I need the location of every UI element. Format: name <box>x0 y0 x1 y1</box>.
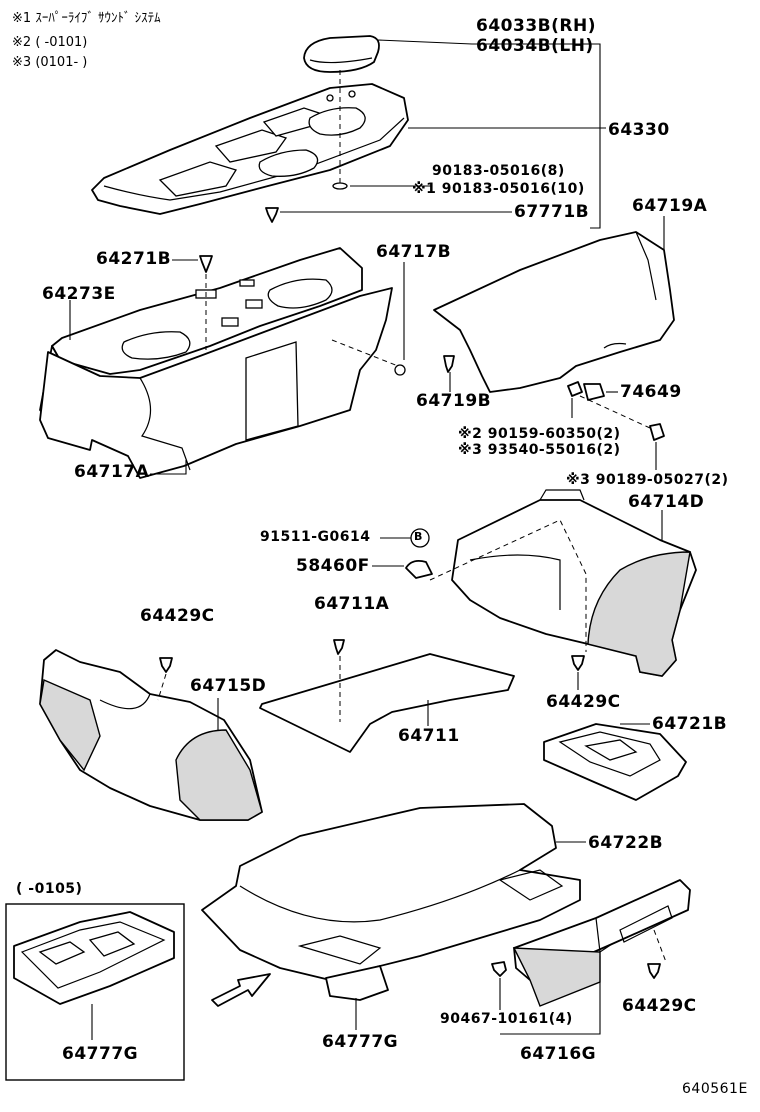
label-90183-b: ※1 90183-05016(10) <box>412 181 585 197</box>
clip-67771B <box>265 207 279 223</box>
rear-panel-64273E <box>39 247 363 421</box>
dashline-64429C-right <box>653 929 667 963</box>
floor-mat-64711 <box>259 653 515 753</box>
dashline-64717B <box>331 339 399 367</box>
side-trim-rh-64714D <box>451 489 697 677</box>
label-64033B: 64033B(RH) <box>476 16 596 36</box>
label-64777G: 64777G <box>322 1032 399 1052</box>
bracket-74649 <box>583 383 605 401</box>
sill-plate-64716G <box>512 879 691 1007</box>
note-1: ※1 ｽｰﾊﾟｰﾗｲﾌﾞ ｻｳﾝﾄﾞ ｼｽﾃﾑ <box>12 11 161 26</box>
dashline-90159 <box>579 395 651 429</box>
clip-64429C-mid <box>571 655 585 671</box>
clip-64717B <box>394 364 406 376</box>
note-2: ※2 ( -0101) <box>12 35 88 50</box>
label-64715D: 64715D <box>190 676 267 696</box>
label-64429C-left: 64429C <box>140 606 215 626</box>
label-91511: 91511-G0614 <box>260 529 371 545</box>
nut-90159 <box>567 381 583 397</box>
label-64716G: 64716G <box>520 1044 597 1064</box>
clip-64429C-left <box>159 657 173 673</box>
label-inset-note: ( -0105) <box>16 881 83 897</box>
arrow-indicator <box>211 973 271 1007</box>
label-90183-a: 90183-05016(8) <box>432 163 565 179</box>
label-64721B: 64721B <box>652 714 728 734</box>
clip-90183 <box>332 182 348 190</box>
side-trim-lh-64715D <box>39 649 263 821</box>
label-64711A: 64711A <box>314 594 390 614</box>
inset-tray-part <box>13 911 175 1005</box>
note-3: ※3 (0101- ) <box>12 55 88 70</box>
package-tray-part <box>91 83 409 215</box>
label-90467: 90467-10161(4) <box>440 1011 573 1027</box>
dashline-64714D <box>429 519 587 652</box>
label-64271B: 64271B <box>96 249 172 269</box>
trunk-lid-trim-64719A <box>433 231 675 393</box>
tray-64721B <box>543 723 687 801</box>
label-64717B: 64717B <box>376 242 452 262</box>
label-90159: ※2 90159-60350(2) <box>458 426 621 442</box>
clip-64429C-right <box>647 963 661 979</box>
label-90189: ※3 90189-05027(2) <box>566 472 729 488</box>
leader-64033B <box>377 39 601 229</box>
clip-90189 <box>649 423 665 441</box>
label-58460F: 58460F <box>296 556 370 576</box>
label-64777G-inset: 64777G <box>62 1044 139 1064</box>
diagram-code: 640561E <box>682 1081 748 1097</box>
inset-frame <box>5 903 185 1081</box>
label-64034B: 64034B(LH) <box>476 36 594 56</box>
label-64711: 64711 <box>398 726 460 746</box>
label-64719A: 64719A <box>632 196 708 216</box>
label-67771B: 67771B <box>514 202 590 222</box>
label-64330: 64330 <box>608 120 670 140</box>
dashline-64429C-left <box>157 673 167 701</box>
label-64273E: 64273E <box>42 284 116 304</box>
clip-64719B <box>443 355 455 373</box>
speaker-cover-part <box>303 35 380 73</box>
label-B: B <box>414 530 423 543</box>
label-93540: ※3 93540-55016(2) <box>458 442 621 458</box>
label-64722B: 64722B <box>588 833 664 853</box>
label-64714D: 64714D <box>628 492 705 512</box>
clip-90467 <box>491 961 507 977</box>
label-64717A: 64717A <box>74 462 150 482</box>
part-58460F <box>405 559 433 579</box>
trunk-mat-64722B <box>201 803 581 1001</box>
label-64429C-right: 64429C <box>622 996 697 1016</box>
label-64719B: 64719B <box>416 391 492 411</box>
clip-64711A <box>333 639 345 655</box>
trunk-trim-64717A <box>39 287 393 479</box>
leader-64716G <box>500 956 601 1035</box>
label-74649: 74649 <box>620 382 682 402</box>
leader-64717A <box>150 460 187 475</box>
label-64429C-mid: 64429C <box>546 692 621 712</box>
clip-64271B <box>199 255 213 273</box>
